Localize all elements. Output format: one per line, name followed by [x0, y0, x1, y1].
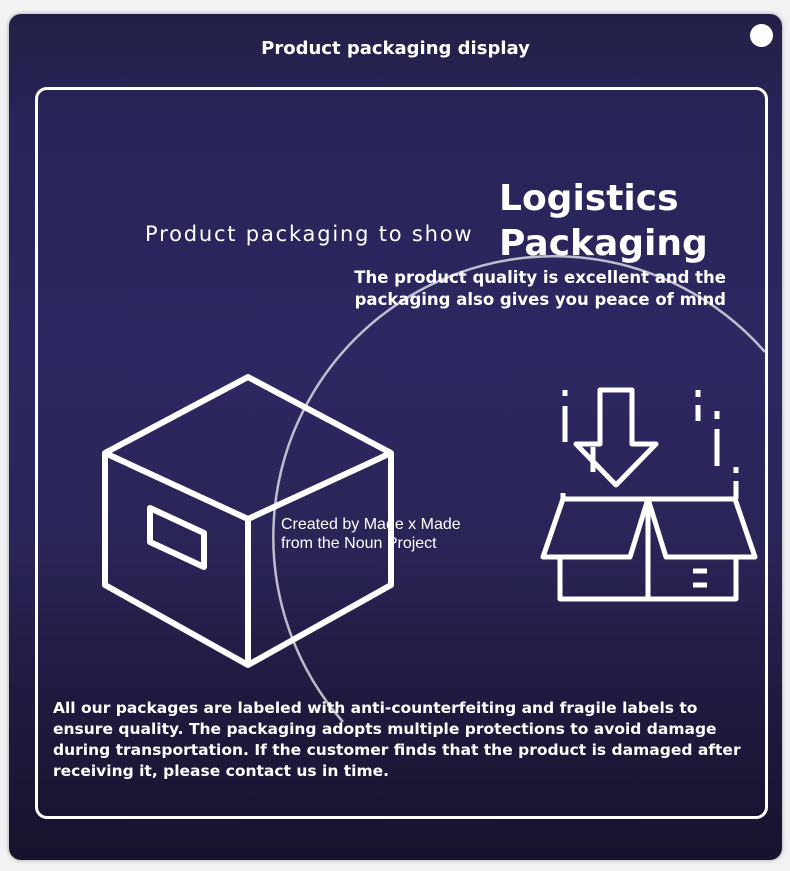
tagline-line: The product quality is excellent and the: [354, 268, 726, 287]
closed-box-icon: [102, 374, 394, 668]
headline-line: Packaging: [499, 223, 708, 264]
dialog-title: Product packaging display: [261, 38, 530, 59]
credit-line: Created by Made x Made: [281, 516, 461, 533]
packaging-dialog: Product packaging display Product packag…: [9, 14, 782, 860]
open-box-arrow-icon: [540, 387, 758, 602]
icon-credit: Created by Made x Made from the Noun Pro…: [281, 515, 461, 553]
content-frame: Product packaging to show Logistics Pack…: [35, 87, 768, 819]
description-text: All our packages are labeled with anti-c…: [53, 699, 741, 780]
decorative-arc: [272, 255, 765, 723]
headline-line: Logistics: [499, 178, 679, 219]
credit-line: from the Noun Project: [281, 535, 437, 552]
close-icon[interactable]: [750, 24, 773, 47]
subtitle: Product packaging to show: [145, 222, 474, 246]
tagline: The product quality is excellent and the…: [306, 267, 726, 311]
headline: Logistics Packaging: [499, 176, 708, 266]
tagline-line: packaging also gives you peace of mind: [354, 290, 726, 309]
